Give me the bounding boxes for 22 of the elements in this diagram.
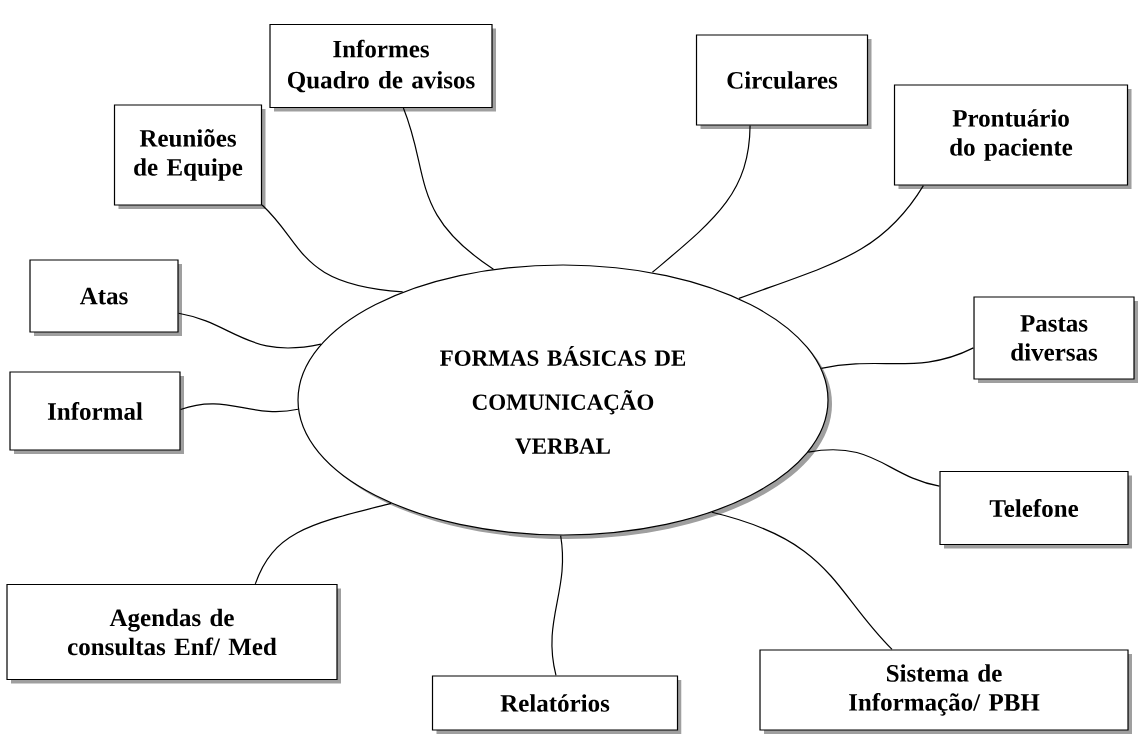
squiggle-connector — [738, 185, 924, 300]
squiggle-connector — [711, 511, 893, 650]
text-box: Atas — [29, 259, 182, 336]
text-box: Reuniões de Equipe — [113, 104, 266, 209]
squiggle-connector — [180, 403, 299, 413]
text-box: Agendas de consultas Enf/ Med — [6, 583, 341, 684]
text-box: Relatórios — [431, 675, 682, 734]
text-box: Informes Quadro de avisos — [269, 23, 496, 112]
squiggle-connector — [807, 449, 940, 487]
squiggle-connector — [254, 502, 392, 585]
text-box: Pastas diversas — [973, 296, 1138, 383]
squiggle-connector — [178, 312, 322, 349]
squiggle-connector — [551, 535, 564, 676]
text-box: Circulares — [695, 34, 872, 129]
squiggle-connector — [261, 204, 404, 293]
squiggle-connector — [402, 107, 495, 270]
text-box: Informal — [9, 371, 184, 454]
text-box: Sistema de Informação/ PBH — [759, 649, 1132, 734]
squiggle-connector — [820, 347, 974, 369]
text-box: Telefone — [939, 470, 1132, 549]
squiggle-connector — [651, 125, 751, 273]
text-box: Prontuário do paciente — [893, 84, 1132, 189]
